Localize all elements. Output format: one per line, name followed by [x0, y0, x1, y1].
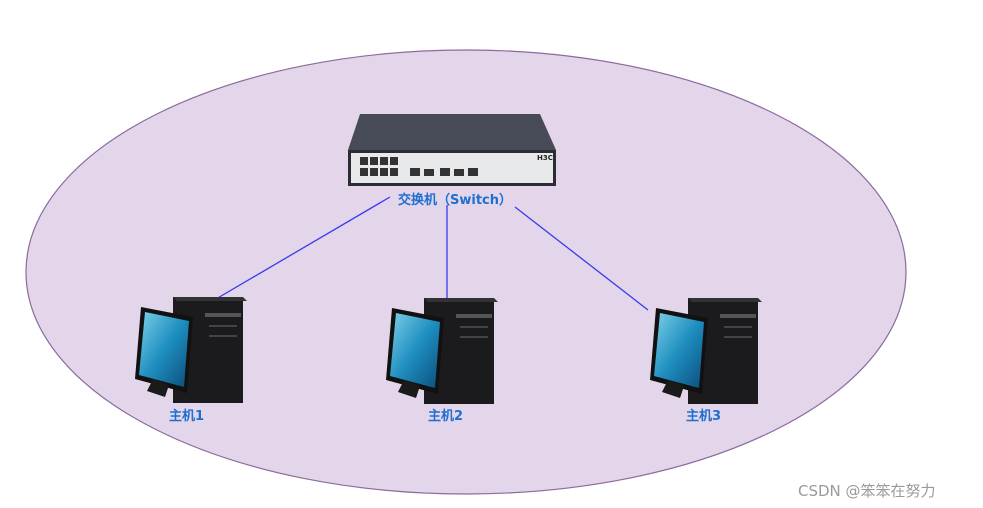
- switch-label: 交换机（Switch）: [398, 192, 512, 208]
- network-switch-icon: H3C: [348, 114, 556, 186]
- switch-brand: H3C: [537, 154, 553, 162]
- host3-computer-icon: [650, 298, 762, 404]
- link-host3: [514, 206, 649, 311]
- link-host1: [215, 196, 391, 300]
- host1-computer-icon: [135, 297, 247, 403]
- host2-computer-icon: [386, 298, 498, 404]
- host2-label: 主机2: [428, 408, 463, 424]
- host1-label: 主机1: [169, 408, 204, 424]
- links: [215, 196, 649, 311]
- host3-label: 主机3: [686, 408, 721, 424]
- watermark: CSDN @笨笨在努力: [798, 482, 936, 500]
